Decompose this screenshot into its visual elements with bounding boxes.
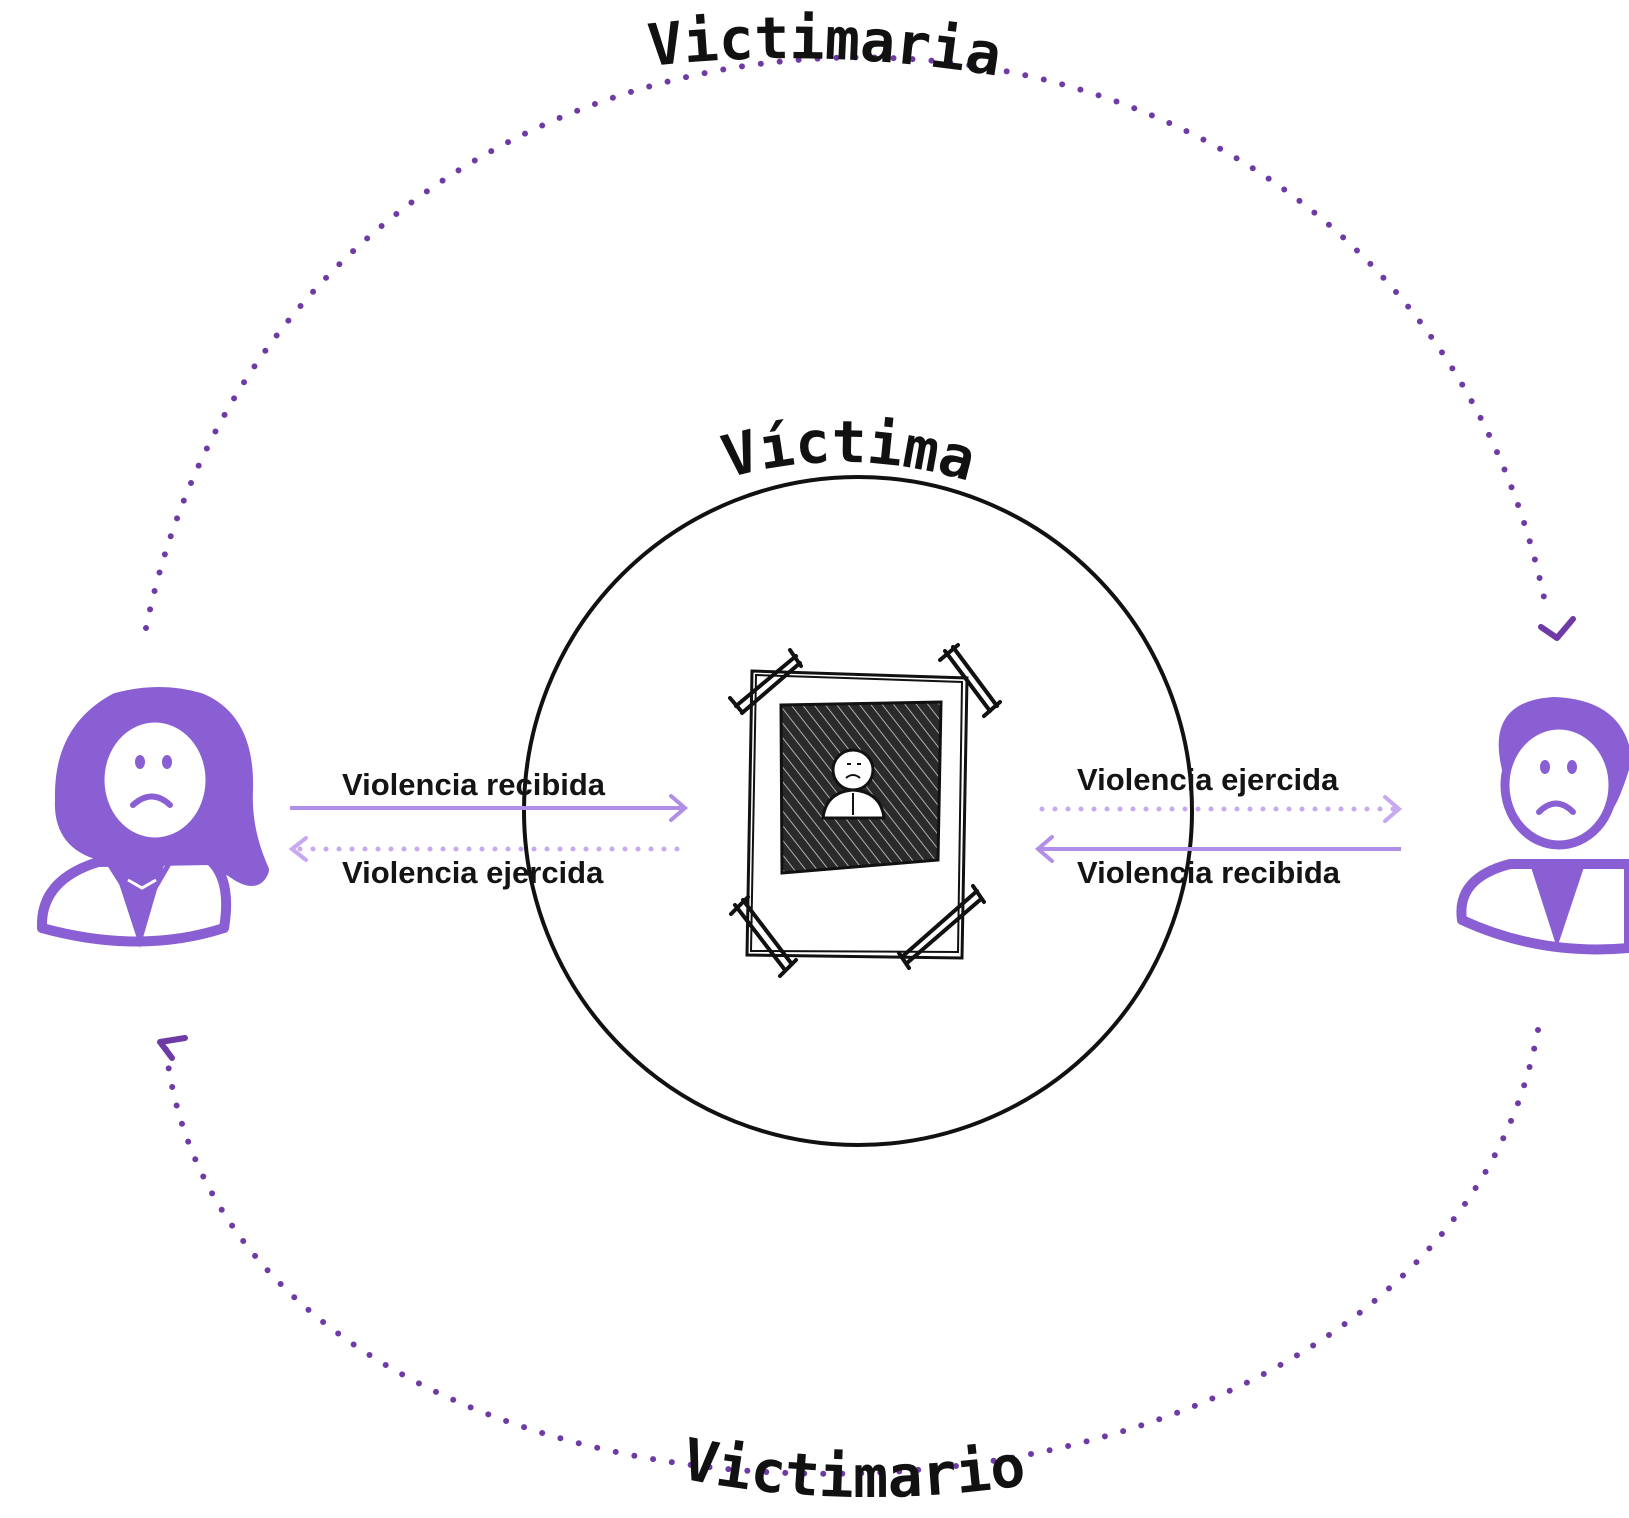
left-received-label: Violencia recibida [342,767,606,802]
right-solid-arrowhead [1034,835,1054,863]
victimaria-label: Victimaria [645,4,1006,89]
left-exerted-label: Violencia ejercida [342,855,604,890]
right-received-label: Violencia recibida [1077,855,1341,890]
man-sad-icon [1456,697,1629,955]
victima-label: Víctima [715,408,982,495]
right-arrows: Violencia ejercida Violencia recibida [1034,762,1403,890]
victimario-label: Victimario [677,1425,1029,1511]
victima-label-text: Víctima [715,408,982,495]
left-dotted-arrowhead [288,836,308,862]
dotted-arc-bottom [162,1027,1541,1477]
arrowhead-bottom-left [157,1035,188,1061]
dotted-arc-top [143,54,1550,631]
framed-photo-icon [728,643,1002,978]
woman-sad-icon [36,687,269,948]
victimaria-label-text: Victimaria [645,4,1006,89]
victim-circle [522,475,1194,1147]
arrowhead-top-right [1538,616,1576,641]
victimario-label-text: Victimario [677,1425,1029,1511]
left-arrows: Violencia recibida Violencia ejercida [288,767,689,890]
right-dotted-arrowhead [1383,795,1403,823]
right-exerted-label: Violencia ejercida [1077,762,1339,797]
left-solid-arrowhead [669,794,689,822]
